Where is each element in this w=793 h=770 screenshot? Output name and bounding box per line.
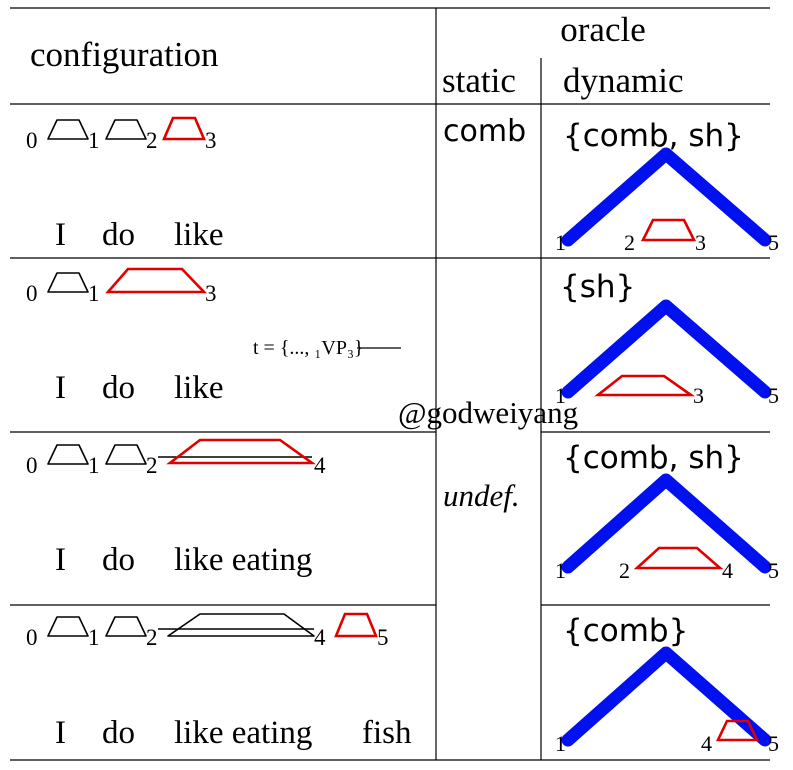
word: do bbox=[102, 217, 135, 253]
tree-index: 1 bbox=[555, 731, 566, 756]
dynamic-oracle-set: {comb, sh} bbox=[563, 440, 744, 476]
span-index: 1 bbox=[88, 128, 100, 153]
tree-index: 1 bbox=[555, 383, 566, 408]
tree-index: 5 bbox=[768, 731, 779, 756]
span-index: 2 bbox=[146, 625, 158, 650]
row-1-dynamic-oracle: {comb, sh} 1 2 3 5 bbox=[555, 118, 779, 255]
gold-span-trapezoid bbox=[334, 612, 378, 638]
stack-span-trapezoid bbox=[47, 119, 89, 140]
span-index: 4 bbox=[314, 625, 326, 650]
stack-span-trapezoid bbox=[167, 613, 315, 637]
gold-span-trapezoid bbox=[633, 546, 724, 570]
span-index: 0 bbox=[26, 281, 38, 306]
word: I bbox=[55, 715, 66, 751]
dynamic-tree bbox=[561, 299, 772, 399]
tree-index: 4 bbox=[701, 731, 712, 756]
gold-span-trapezoid bbox=[594, 374, 696, 397]
gold-span-trapezoid bbox=[640, 218, 697, 242]
word: like eating bbox=[174, 542, 312, 578]
word: do bbox=[102, 715, 135, 751]
table-rules bbox=[10, 7, 770, 761]
gold-span-trapezoid bbox=[162, 116, 206, 141]
word: like bbox=[174, 217, 223, 253]
header-static: static bbox=[442, 61, 516, 100]
tree-index: 3 bbox=[693, 383, 704, 408]
row-3-dynamic-oracle: {comb, sh} 1 2 4 5 bbox=[555, 440, 779, 583]
tree-index: 1 bbox=[555, 558, 566, 583]
row-3-configuration: 0 1 2 4 I do like eating bbox=[26, 438, 326, 578]
header-dynamic: dynamic bbox=[563, 61, 684, 100]
word: I bbox=[55, 370, 66, 406]
span-index: 0 bbox=[26, 128, 38, 153]
table-header: configuration oracle static dynamic bbox=[30, 10, 684, 100]
span-index: 0 bbox=[26, 625, 38, 650]
word: I bbox=[55, 542, 66, 578]
word: like eating bbox=[174, 715, 312, 751]
span-index: 1 bbox=[88, 625, 100, 650]
tree-index: 2 bbox=[624, 230, 635, 255]
tree-index: 2 bbox=[619, 558, 630, 583]
tree-index: 1 bbox=[555, 230, 566, 255]
word: do bbox=[102, 370, 135, 406]
dynamic-tree bbox=[561, 147, 772, 247]
header-configuration: configuration bbox=[30, 35, 219, 74]
dynamic-oracle-set: {sh} bbox=[560, 269, 635, 305]
row-4-dynamic-oracle: {comb} 1 4 5 bbox=[555, 613, 779, 756]
stack-span-trapezoid bbox=[105, 119, 147, 140]
stack-span-trapezoid bbox=[105, 444, 147, 465]
row-4-configuration: 0 1 2 4 5 I do like eating fish bbox=[26, 612, 412, 751]
watermark: @godweiyang bbox=[398, 395, 578, 430]
tree-index: 3 bbox=[695, 230, 706, 255]
gold-span-trapezoid bbox=[105, 267, 208, 294]
stack-span-trapezoid bbox=[105, 616, 147, 637]
gold-tree-annotation: t = {..., ₁VP₃} bbox=[253, 337, 364, 359]
tree-index: 4 bbox=[722, 558, 733, 583]
span-index: 1 bbox=[88, 281, 100, 306]
span-index: 5 bbox=[377, 625, 389, 650]
span-index: 2 bbox=[146, 453, 158, 478]
row-1-static-oracle: comb bbox=[443, 114, 526, 149]
span-index: 2 bbox=[146, 128, 158, 153]
static-oracle-undefined: undef. bbox=[443, 478, 520, 513]
tree-index: 5 bbox=[768, 383, 779, 408]
span-index: 0 bbox=[26, 453, 38, 478]
span-index: 3 bbox=[205, 281, 217, 306]
word: fish bbox=[362, 715, 412, 751]
word: I bbox=[55, 217, 66, 253]
header-oracle: oracle bbox=[560, 10, 645, 49]
dynamic-oracle-set: {comb} bbox=[563, 613, 688, 649]
gold-span-trapezoid bbox=[166, 438, 317, 465]
word: like bbox=[174, 370, 223, 406]
tree-index: 5 bbox=[768, 558, 779, 583]
dynamic-tree bbox=[561, 473, 772, 574]
span-index: 1 bbox=[88, 453, 100, 478]
dynamic-tree bbox=[561, 646, 772, 747]
stack-span-trapezoid bbox=[47, 272, 89, 293]
row-2-dynamic-oracle: {sh} 1 3 5 bbox=[555, 269, 779, 408]
row-1-configuration: 0 1 2 3 I do like bbox=[26, 116, 223, 253]
dynamic-oracle-set: {comb, sh} bbox=[563, 118, 744, 154]
span-index: 3 bbox=[205, 128, 217, 153]
gold-span-trapezoid bbox=[715, 719, 760, 742]
span-index: 4 bbox=[314, 453, 326, 478]
word: do bbox=[102, 542, 135, 578]
row-2-configuration: 0 1 3 t = {..., ₁VP₃} I do like bbox=[26, 267, 401, 406]
tree-index: 5 bbox=[768, 230, 779, 255]
stack-span-trapezoid bbox=[47, 616, 89, 637]
stack-span-trapezoid bbox=[47, 444, 89, 465]
